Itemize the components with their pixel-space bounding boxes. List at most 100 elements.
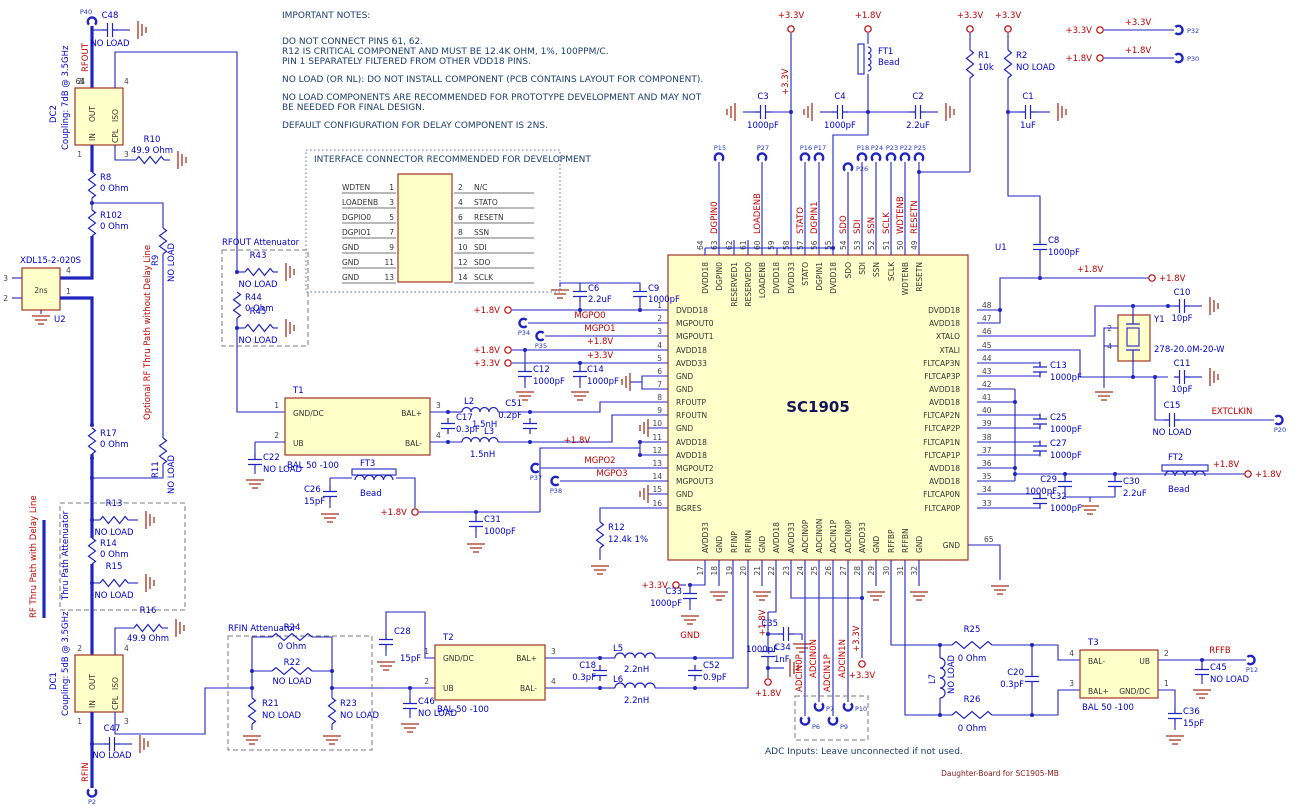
port-P9[interactable] (827, 716, 839, 726)
power-1v8-icon[interactable] (764, 678, 772, 686)
component-C31-capacitor[interactable] (469, 516, 483, 532)
component-C17-capacitor[interactable] (441, 418, 455, 434)
ground-icon[interactable] (571, 391, 589, 401)
component-L2-inductor[interactable] (461, 406, 499, 413)
component-C3-capacitor[interactable] (755, 105, 771, 119)
ground-icon[interactable] (793, 643, 811, 653)
component-R102-resistor[interactable] (87, 209, 97, 237)
component-R1-resistor[interactable] (965, 49, 975, 79)
power-3v3-icon[interactable] (858, 660, 866, 668)
power-3v3-icon[interactable] (504, 359, 512, 367)
component-R26-resistor[interactable] (951, 710, 993, 720)
component-C11-capacitor[interactable] (1174, 370, 1190, 384)
port-P30[interactable] (1174, 52, 1184, 64)
component-C6-capacitor[interactable] (573, 286, 587, 302)
ground-icon[interactable] (867, 591, 885, 601)
ground-icon[interactable] (377, 661, 395, 671)
ground-icon[interactable] (1057, 103, 1067, 121)
ground-icon[interactable] (753, 591, 771, 601)
ground-icon[interactable] (246, 479, 264, 489)
ground-icon[interactable] (145, 574, 155, 592)
port-P37[interactable] (530, 462, 540, 474)
component-R17-resistor[interactable] (87, 427, 97, 455)
component-C12-capacitor[interactable] (518, 366, 532, 382)
ground-icon[interactable] (591, 565, 609, 575)
ground-icon[interactable] (401, 723, 419, 733)
component-R43-resistor[interactable] (244, 267, 274, 277)
component-C46-capacitor[interactable] (403, 698, 417, 714)
ground-icon[interactable] (710, 591, 728, 601)
ground-icon[interactable] (910, 591, 928, 601)
component-R14-resistor[interactable] (87, 537, 97, 565)
component-J1-body[interactable] (397, 173, 453, 283)
port-P26[interactable] (842, 162, 854, 172)
ground-icon[interactable] (139, 735, 149, 753)
component-R45-resistor[interactable] (244, 323, 274, 333)
component-R9-resistor[interactable] (158, 227, 168, 255)
port-P34[interactable] (518, 317, 528, 329)
power-3v3-icon[interactable] (672, 581, 680, 589)
component-DC1-body[interactable] (74, 654, 124, 713)
ground-icon[interactable] (726, 103, 736, 121)
ground-icon[interactable] (32, 315, 50, 325)
ground-icon[interactable] (681, 615, 699, 625)
port-P24[interactable] (870, 152, 882, 162)
ground-icon[interactable] (177, 151, 187, 169)
ground-icon[interactable] (1209, 297, 1219, 315)
ground-icon[interactable] (285, 319, 295, 337)
component-C48-capacitor[interactable] (102, 23, 118, 37)
component-R10-resistor[interactable] (135, 155, 165, 165)
component-R24-resistor[interactable] (271, 632, 313, 642)
ground-icon[interactable] (551, 289, 569, 299)
component-C1-capacitor[interactable] (1020, 105, 1036, 119)
component-C18-capacitor[interactable] (593, 665, 607, 681)
ground-icon[interactable] (145, 511, 155, 529)
component-U2-body[interactable] (21, 267, 61, 311)
component-L3-inductor[interactable] (461, 436, 499, 443)
component-Y1-crystal-body[interactable] (1126, 327, 1140, 347)
component-C35-capacitor[interactable] (778, 627, 794, 641)
port-P27[interactable] (756, 152, 768, 162)
power-1v8-icon[interactable] (1096, 54, 1104, 62)
component-C20-capacitor[interactable] (1025, 671, 1039, 687)
port-P40[interactable] (86, 16, 98, 26)
port-P20[interactable] (1274, 414, 1284, 426)
port-P18[interactable] (856, 152, 868, 162)
component-R16-resistor[interactable] (133, 623, 163, 633)
component-C47-capacitor[interactable] (104, 737, 120, 751)
component-T2-body[interactable] (434, 644, 546, 701)
power-1v8-icon[interactable] (1148, 274, 1156, 282)
component-C4-capacitor[interactable] (832, 105, 848, 119)
component-R15-resistor[interactable] (99, 578, 129, 588)
port-P7[interactable] (813, 702, 825, 712)
port-P10[interactable] (842, 702, 854, 712)
ground-icon[interactable] (1081, 505, 1099, 515)
component-Y1-crystal[interactable] (1126, 315, 1140, 361)
component-C14-capacitor[interactable] (573, 366, 587, 382)
component-FT1-bead[interactable] (857, 43, 865, 75)
power-3v3-icon[interactable] (1004, 25, 1012, 33)
ground-icon[interactable] (175, 619, 185, 637)
ground-icon[interactable] (243, 735, 261, 745)
ground-icon[interactable] (991, 585, 1009, 595)
ground-icon[interactable] (137, 21, 147, 39)
component-FT3-bead[interactable] (351, 468, 397, 476)
port-P22[interactable] (899, 152, 911, 162)
ground-icon[interactable] (1209, 368, 1219, 386)
component-R25-resistor[interactable] (951, 640, 993, 650)
component-FT3-inductor[interactable] (354, 474, 394, 481)
component-R23-resistor[interactable] (327, 697, 337, 725)
component-C28-capacitor[interactable] (379, 634, 393, 650)
ground-icon[interactable] (789, 659, 799, 677)
port-P38[interactable] (550, 475, 560, 487)
component-R2-resistor[interactable] (1003, 49, 1013, 79)
power-3v3-icon[interactable] (966, 25, 974, 33)
component-C29-capacitor[interactable] (1058, 476, 1072, 492)
power-1v8-icon[interactable] (504, 306, 512, 314)
component-R8-resistor[interactable] (87, 171, 97, 199)
ground-icon[interactable] (516, 391, 534, 401)
component-R44-resistor[interactable] (232, 291, 242, 319)
ground-icon[interactable] (803, 103, 813, 121)
component-C15-capacitor[interactable] (1164, 413, 1180, 427)
port-P32[interactable] (1174, 24, 1184, 36)
